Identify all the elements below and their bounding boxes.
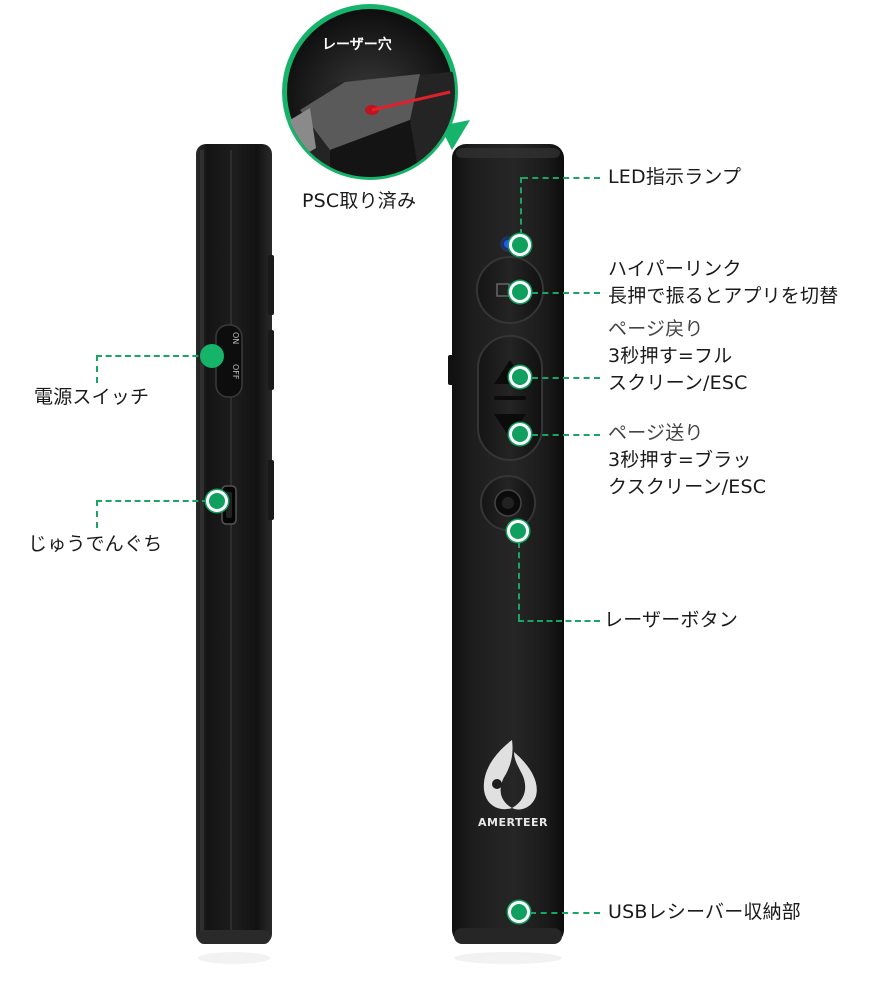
hyperlink-marker [509,281,531,303]
power-connector-v [96,355,98,383]
brand-logo-icon [483,740,537,810]
laser-connector [518,620,600,622]
page-back-label-line1: ページ戻り [608,318,704,340]
page-back-label-line2: 3秒押す=フル [608,345,733,367]
page-back-connector [532,377,600,379]
switch-off-text: OFF [231,364,240,380]
charge-connector-v [96,500,98,528]
front-view-device [448,144,564,964]
switch-on-text: ON [231,332,240,345]
led-connector [522,177,600,179]
usb-connector [530,912,600,914]
power-switch-marker [200,344,224,368]
led-marker [509,234,531,256]
hyperlink-connector [532,292,600,294]
charge-connector [96,500,208,502]
page-fwd-marker [509,423,531,445]
page-fwd-label-line2: 3秒押す=ブラッ [608,449,752,471]
side-view-device [196,144,274,964]
usb-storage-label: USBレシーバー収納部 [608,901,802,923]
usb-storage-marker [508,901,530,923]
charging-port-marker [206,490,228,512]
hyperlink-label: ハイパーリンク 長押で振るとアプリを切替 [608,256,838,310]
down-arrow-icon [494,414,526,438]
power-switch-label: 電源スイッチ [34,386,150,408]
laser-button-marker [507,520,529,542]
charging-port-label: じゅうでんぐち [28,533,163,555]
led-connector-v [520,177,522,235]
hyperlink-label-line2: 長押で振るとアプリを切替 [608,285,839,307]
page-back-label-line3: スクリーン/ESC [608,372,748,394]
led-label: LED指示ランプ [608,166,742,188]
page-back-marker [509,366,531,388]
page-fwd-label: ページ送り 3秒押す=ブラッ クスクリーン/ESC [608,420,766,501]
power-connector [96,355,208,357]
page-fwd-label-line3: クスクリーン/ESC [608,476,767,498]
brand-name: AMERTEER [478,816,548,829]
laser-button-label: レーザーボタン [604,609,739,631]
page-fwd-label-line1: ページ送り [608,422,704,444]
laser-connector-v [518,542,520,620]
hyperlink-label-line1: ハイパーリンク [608,258,742,280]
page-back-label: ページ戻り 3秒押す=フル スクリーン/ESC [608,316,748,397]
page-fwd-connector [532,434,600,436]
psc-caption: PSC取り済み [302,190,417,212]
laser-hole-title: レーザー穴 [322,37,392,53]
